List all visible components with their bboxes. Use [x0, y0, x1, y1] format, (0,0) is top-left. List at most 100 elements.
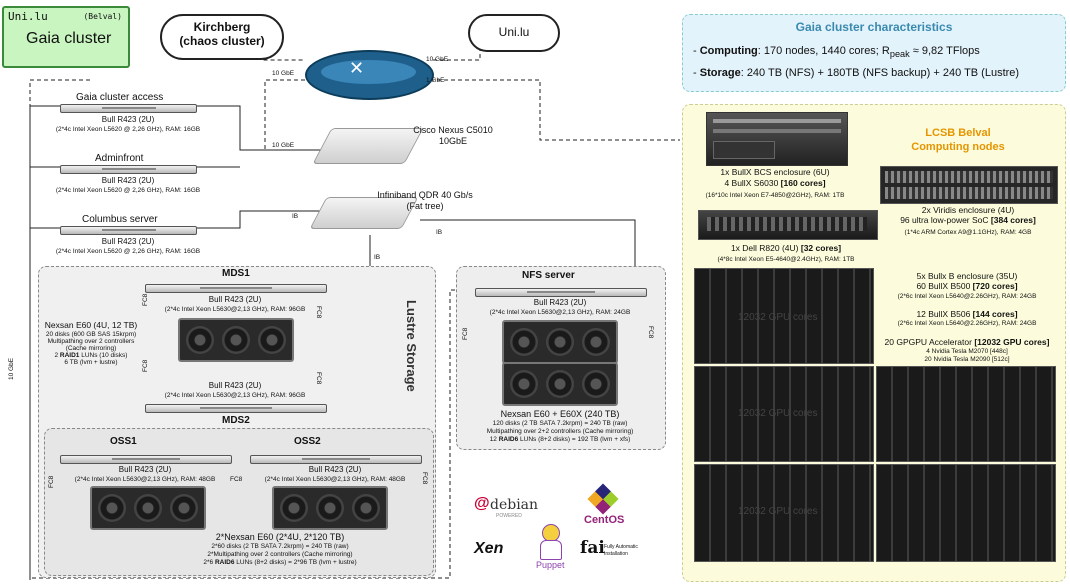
link-label-ib-1: IB — [292, 213, 299, 220]
server-icon — [60, 226, 197, 235]
server-icon — [475, 288, 647, 297]
mds2-spec: (2*4c Intel Xeon L5630@2,13 GHz), RAM: 9… — [164, 392, 306, 399]
badge-location: (Belval) — [83, 12, 122, 21]
nfs-storage-line: Multipathing over 2+2 controllers (Cache… — [486, 428, 634, 435]
frontend-name: Adminfront — [95, 153, 144, 164]
gpgpu-line3: 20 Nvidia Tesla M2090 [512c] — [924, 356, 1010, 363]
server-icon — [250, 455, 422, 464]
nexsan-e60-icon — [178, 318, 294, 362]
mds2-name: MDS2 — [222, 415, 250, 426]
gpgpu-line1: 20 GPGPU Accelerator [12032 GPU cores] — [884, 337, 1050, 347]
infiniband-switch-label: Infiniband QDR 40 Gb/s (Fat tree) — [377, 190, 473, 211]
fc8-label: FC8 — [142, 359, 149, 372]
link-label-10gbe-c: 10 GbE — [272, 142, 295, 149]
nexsan-title: Nexsan E60 (4U, 12 TB) — [44, 320, 138, 330]
lcsb-title: LCSB Belval Computing nodes — [911, 127, 1005, 153]
fc8-label: FC8 — [647, 326, 654, 339]
fc8-label: FC8 — [142, 293, 149, 306]
oss2-spec: (2*4c Intel Xeon L5630@2,13 GHz), RAM: 4… — [264, 476, 406, 483]
server-icon — [60, 104, 197, 113]
nexsan-line: 20 disks (600 GB SAS 15krpm) — [45, 331, 137, 338]
frontend-model: Bull R423 (2U) — [101, 237, 155, 246]
nexsan-line: 6 TB (lvm + lustre) — [64, 359, 118, 366]
mds2-model: Bull R423 (2U) — [208, 381, 262, 390]
bcs-line1: 1x BullX BCS enclosure (6U) — [720, 167, 830, 177]
viridis-enclosure-icon — [880, 166, 1058, 204]
mds1-spec: (2*4c Intel Xeon L5630@2,13 GHz), RAM: 9… — [164, 306, 306, 313]
bullx-b-enclosure-icon — [876, 464, 1056, 562]
nfs-storage-title: Nexsan E60 + E60X (240 TB) — [500, 409, 620, 419]
bullx-b-enclosure-icon — [694, 268, 874, 364]
nexsan-e60x-icon — [502, 362, 618, 406]
oss-storage-title: 2*Nexsan E60 (2*4U, 2*120 TB) — [215, 532, 345, 542]
dell-line1: 1x Dell R820 (4U) [32 cores] — [730, 243, 842, 253]
nexsan-line: Multipathing over 2 controllers — [47, 338, 135, 345]
server-icon — [145, 284, 327, 293]
server-icon — [145, 404, 327, 413]
bcs-line3: (16*10c Intel Xeon E7-4850@2GHz), RAM: 1… — [705, 192, 845, 199]
bullxb-line2: 60 BullX B500 [720 cores] — [916, 281, 1018, 291]
gpgpu-line2: 4 Nvidia Tesla M2070 [448c] — [926, 348, 1008, 355]
oss2-model: Bull R423 (2U) — [308, 465, 362, 474]
server-icon — [60, 165, 197, 174]
bullx-b-enclosure-icon — [694, 366, 874, 462]
computing-line: - Computing: 170 nodes, 1440 cores; Rpea… — [693, 45, 980, 60]
oss2-name: OSS2 — [294, 436, 321, 447]
cluster-badge: Uni.lu (Belval) Gaia cluster — [2, 6, 130, 68]
lustre-label: Lustre Storage — [404, 300, 419, 392]
bullx-b-enclosure-icon — [694, 464, 874, 562]
bullx-b-enclosure-icon — [876, 366, 1056, 462]
nfs-name: NFS server — [522, 270, 575, 281]
b506-line1: 12 BullX B506 [144 cores] — [916, 309, 1018, 319]
unilu-cloud-label: Uni.lu — [498, 25, 530, 39]
nexsan-e60-icon — [502, 320, 618, 364]
oss1-model: Bull R423 (2U) — [118, 465, 172, 474]
frontend-spec: (2*4c Intel Xeon L5620 @ 2,26 GHz), RAM:… — [55, 248, 201, 255]
link-label-10gbe-b: 10 GbE — [426, 56, 449, 63]
gpu-cores-overlay: 12032 GPU cores — [738, 506, 818, 517]
kirchberg-cloud: Kirchberg (chaos cluster) — [160, 14, 284, 60]
server-icon — [60, 455, 232, 464]
frontend-name: Columbus server — [82, 214, 158, 225]
nfs-model: Bull R423 (2U) — [533, 298, 587, 307]
frontend-name: Gaia cluster access — [76, 92, 164, 103]
oss-storage-line: 2*60 disks (2 TB SATA 7.2krpm) = 240 TB … — [211, 543, 349, 550]
fc8-label: FC8 — [421, 472, 428, 485]
dell-line2: (4*8c Intel Xeon E5-4640@2.4GHz), RAM: 1… — [717, 256, 855, 263]
bullxb-line1: 5x Bullx B enclosure (35U) — [916, 271, 1018, 281]
oss-storage-line: 2*Multipathing over 2 controllers (Cache… — [207, 551, 353, 558]
badge-site: Uni.lu — [8, 10, 48, 23]
dell-r820-icon — [698, 210, 878, 240]
storage-line: - Storage: 240 TB (NFS) + 180TB (NFS bac… — [693, 67, 1020, 79]
frontend-model: Bull R423 (2U) — [101, 176, 155, 185]
fc8-label: FC8 — [462, 327, 469, 340]
frontend-model: Bull R423 (2U) — [101, 115, 155, 124]
characteristics-title: Gaia cluster characteristics — [795, 20, 953, 34]
fc8-label: FC8 — [48, 475, 55, 488]
badge-title: Gaia cluster — [26, 30, 112, 47]
nfs-spec: (2*4c Intel Xeon L5630@2,13 GHz), RAM: 2… — [489, 309, 631, 316]
bullxb-line3: (2*6c Intel Xeon L5640@2.26GHz), RAM: 24… — [897, 293, 1037, 300]
link-label-ib-2: IB — [436, 229, 443, 236]
link-label-ib-3: IB — [374, 254, 381, 261]
frontend-spec: (2*4c Intel Xeon L5620 @ 2,26 GHz), RAM:… — [55, 187, 201, 194]
viridis-line2: 96 ultra low-power SoC [384 cores] — [900, 215, 1036, 225]
nexus-switch-label: Cisco Nexus C5010 10GbE — [413, 125, 493, 146]
router-icon: ✕ — [305, 50, 434, 100]
nexsan-e60-icon — [90, 486, 206, 530]
link-label-10gbe-vertical: 10 GbE — [8, 357, 15, 380]
nexsan-line: (Cache mirroring) — [65, 345, 117, 352]
gpu-cores-overlay: 12032 GPU cores — [738, 408, 818, 419]
mds1-name: MDS1 — [222, 268, 250, 279]
link-label-1gbe: 1 GbE — [426, 77, 445, 84]
mds1-model: Bull R423 (2U) — [208, 295, 262, 304]
nfs-storage-line: 120 disks (2 TB SATA 7.2krpm) = 240 TB (… — [492, 420, 628, 427]
oss-storage-line: 2*6 RAID6 LUNs (8+2 disks) = 2*96 TB (lv… — [203, 559, 357, 566]
unilu-cloud: Uni.lu — [468, 14, 560, 52]
oss1-spec: (2*4c Intel Xeon L5630@2,13 GHz), RAM: 4… — [74, 476, 216, 483]
nexsan-line: 2 RAID1 LUNs (10 disks) — [54, 352, 128, 359]
viridis-line1: 2x Viridis enclosure (4U) — [921, 205, 1015, 215]
fc8-label: FC8 — [230, 476, 243, 483]
nfs-storage-line: 12 RAID6 LUNs (8+2 disks) = 192 TB (lvm … — [489, 436, 631, 443]
b506-line2: (2*6c Intel Xeon L5640@2.26GHz), RAM: 24… — [897, 320, 1037, 327]
